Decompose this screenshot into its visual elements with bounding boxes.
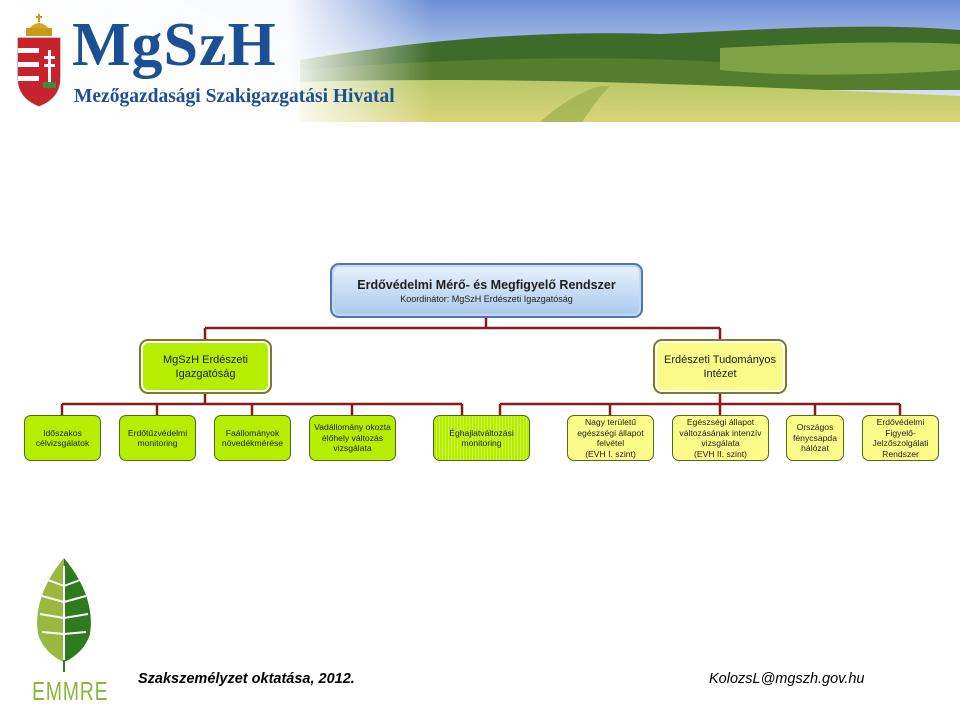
org-node-faallomanyok: Faállományok növedékmérése [214,415,291,461]
node-line: változásának intenzív [679,427,762,438]
node-line: Rendszer [882,448,919,459]
footer-course-text: Szakszemélyzet oktatása, 2012. [138,671,355,687]
org-node-erdotuzvedelmi: Erdőtűzvédelmi monitoring [119,415,196,461]
node-line: Jelzőszolgálati [872,438,929,448]
footer-email[interactable]: KolozsL@mgszh.gov.hu [709,671,865,687]
node-line: Erdőtűzvédelmi [127,427,188,438]
landscape-photo [0,0,960,122]
org-node-vadallomany: Vadállomány okozta élőhely változás vizs… [309,415,396,461]
node-line: (EVH II. szint) [693,448,747,459]
node-line: Erdővédelmi [876,417,925,427]
node-line: MgSzH Erdészeti [163,353,248,366]
node-line: Országos [796,422,834,433]
node-line: felvétel [596,438,625,448]
brand-logo-text: MgSzH [72,11,277,79]
node-line: Igazgatóság [175,367,236,380]
node-line: egészségi állapot [577,427,644,438]
org-node-eghajlatvaltozasi: Éghajlatváltozási monitoring [433,415,530,461]
brand-subtitle: Mezőgazdasági Szakigazgatási Hivatal [74,86,395,107]
org-node-erdeszeti-tudomanyos: Erdészeti Tudományos Intézet [653,339,787,394]
node-line: célvizsgálatok [35,438,90,448]
header-banner: MgSzH Mezőgazdasági Szakigazgatási Hivat… [0,0,960,122]
node-line: monitoring [137,438,178,448]
org-node-erdovedelmi-figyelo: Erdővédelmi Figyelő- Jelzőszolgálati Ren… [862,415,939,461]
org-node-idoszakos: Időszakos célvizsgálatok [24,415,101,461]
node-line: (EVH I. szint) [585,448,636,459]
org-node-orszagos: Országos fénycsapda hálózat [786,415,844,461]
org-node-nagy-teruletu: Nagy területű egészségi állapot felvétel… [567,415,654,461]
node-line: Időszakos [43,427,82,438]
node-line: Intézet [703,367,737,380]
node-line: növedékmérése [221,438,284,448]
org-node-egeszsegi-allapot: Egészségi állapot változásának intenzív … [672,415,769,461]
node-line: Erdészeti Tudományos [664,353,776,366]
node-line: Figyelő- [885,427,916,438]
node-line: hálózat [801,443,829,454]
node-line: fénycsapda [793,432,837,443]
node-line: Nagy területű [584,417,637,427]
root-subtitle: Koordinátor: MgSzH Erdészeti Igazgatóság [400,293,573,304]
node-line: Vadállomány okozta [314,422,391,433]
root-title: Erdővédelmi Mérő- és Megfigyelő Rendszer [357,277,616,292]
node-line: Egészségi állapot [686,417,755,427]
node-line: Faállományok [225,427,280,438]
node-line: monitoring [461,438,502,448]
org-node-mgszh-erdeszeti: MgSzH Erdészeti Igazgatóság [139,339,272,394]
node-line: élőhely változás [321,432,384,443]
leaf-logo-icon [37,558,91,672]
org-node-root: Erdővédelmi Mérő- és Megfigyelő Rendszer… [330,263,643,318]
node-line: vizsgálata [333,443,372,454]
hungarian-crest-icon [17,14,61,107]
emmre-logo-text: EMMRE [32,676,109,706]
node-line: Éghajlatváltozási [449,427,514,438]
node-line: vizsgálata [701,438,740,448]
